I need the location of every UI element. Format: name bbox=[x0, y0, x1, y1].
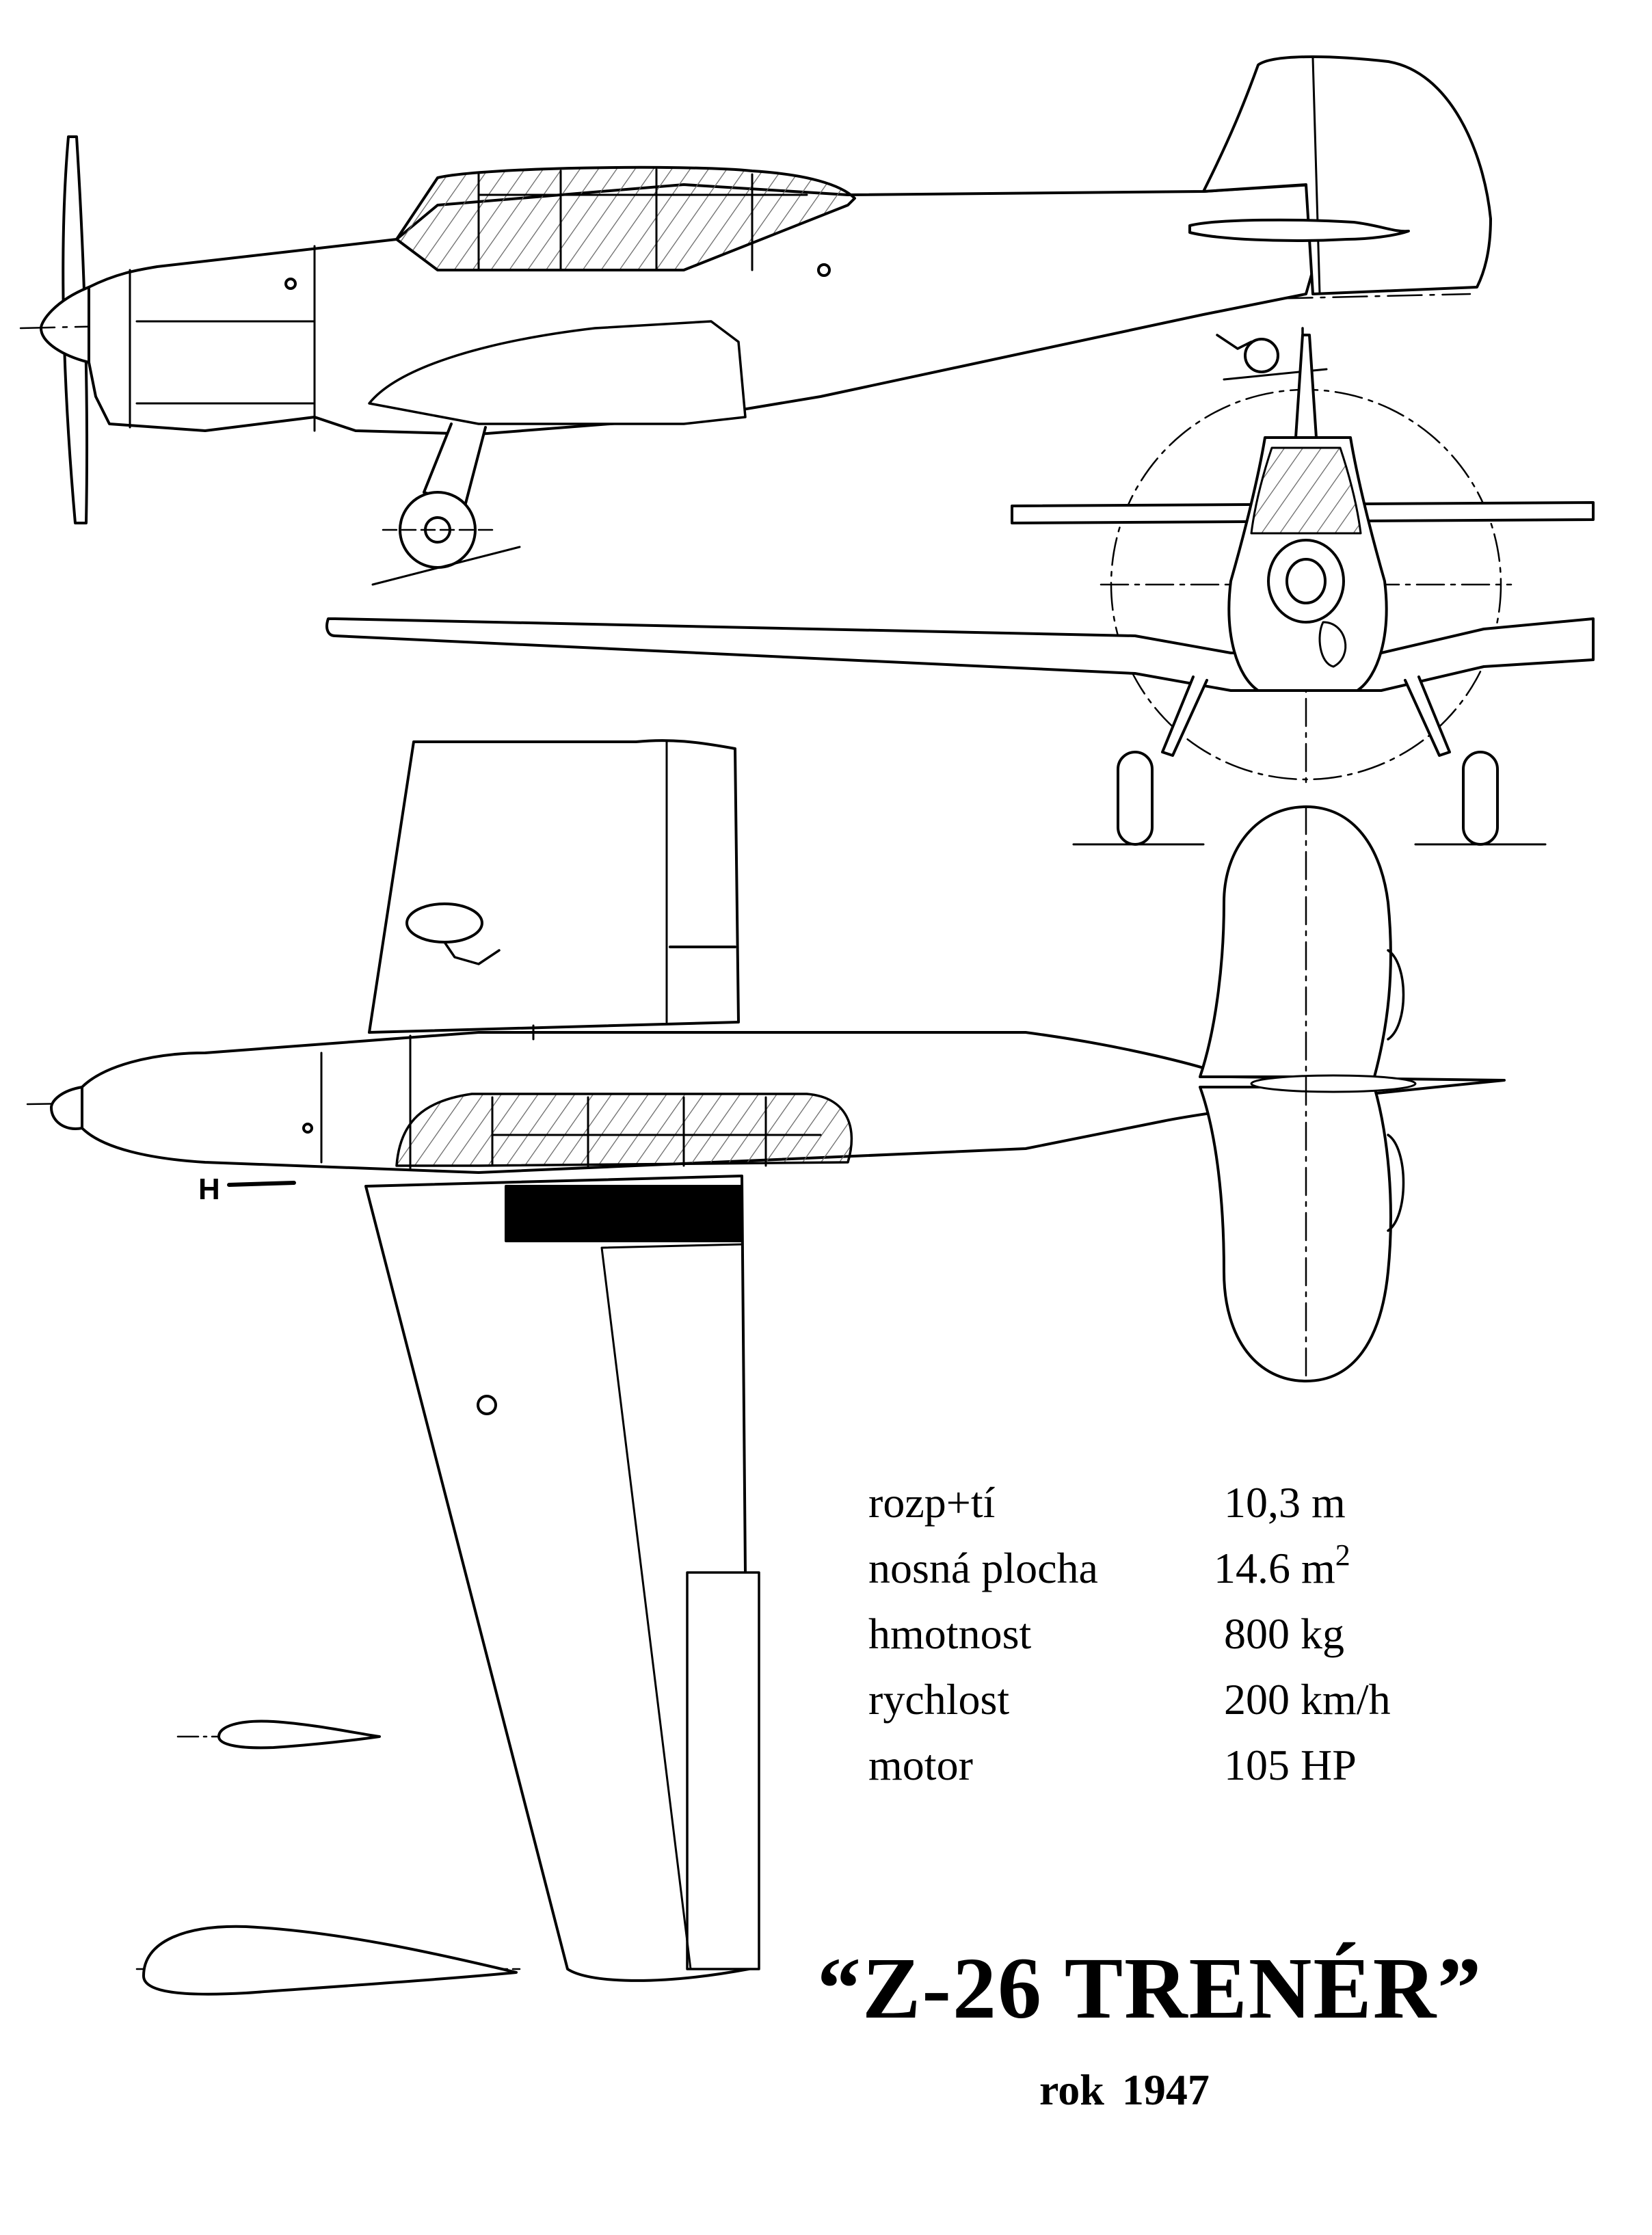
side-wing-root bbox=[368, 320, 747, 425]
spec-value: 105 HP bbox=[1224, 1732, 1357, 1798]
top-tailplane-upper bbox=[1199, 805, 1392, 1078]
side-view bbox=[19, 55, 1492, 586]
top-lower-wing bbox=[364, 1175, 750, 1982]
top-cowling-lines bbox=[320, 1024, 535, 1170]
side-canopy-frames bbox=[477, 168, 808, 271]
side-tailplane bbox=[1188, 218, 1410, 242]
front-right-gear-leg bbox=[1404, 675, 1451, 757]
front-left-gear-leg bbox=[1161, 675, 1208, 757]
aircraft-year: rok 1947 bbox=[1039, 2065, 1210, 2114]
front-fin bbox=[1294, 334, 1318, 439]
h-marker-line bbox=[227, 1181, 296, 1187]
spec-value-text: 200 km/h bbox=[1224, 1675, 1391, 1724]
side-detail-hole bbox=[817, 263, 831, 277]
airfoil-small bbox=[217, 1719, 381, 1750]
airfoil-large bbox=[142, 1925, 518, 1996]
side-rudder-hinge bbox=[1311, 57, 1321, 295]
front-cowl-intake bbox=[1267, 539, 1345, 624]
spec-row-span: rozp+tí 10,3 m bbox=[868, 1470, 1484, 1536]
spec-label: rozp+tí bbox=[868, 1478, 996, 1527]
spec-row-engine: motor 105 HP bbox=[868, 1732, 1484, 1798]
spec-value-text: 14.6 m bbox=[1214, 1544, 1335, 1592]
spec-table: rozp+tí 10,3 m nosná plocha 14.6 m2 hmot… bbox=[868, 1470, 1484, 1798]
side-ground-line bbox=[371, 546, 521, 586]
top-lower-aileron bbox=[686, 1571, 760, 1970]
side-tail-fin bbox=[1202, 55, 1492, 295]
side-tailwheel bbox=[1244, 338, 1279, 373]
spec-label: motor bbox=[868, 1741, 973, 1789]
spec-value-text: 800 kg bbox=[1224, 1609, 1344, 1658]
top-tailplane-lower bbox=[1199, 1086, 1392, 1382]
front-wing bbox=[325, 617, 1595, 692]
top-fin-root bbox=[1250, 1074, 1417, 1093]
front-windscreen bbox=[1250, 446, 1362, 535]
spec-row-speed: rychlost 200 km/h bbox=[868, 1667, 1484, 1732]
front-view bbox=[325, 334, 1595, 846]
front-left-wheel bbox=[1117, 751, 1154, 846]
spec-value-text: 105 HP bbox=[1224, 1741, 1357, 1789]
spec-label: rychlost bbox=[868, 1675, 1010, 1724]
spec-value: 10,3 m bbox=[1224, 1470, 1346, 1536]
top-spinner bbox=[50, 1086, 83, 1130]
spec-value: 200 km/h bbox=[1224, 1667, 1391, 1732]
top-black-panel bbox=[505, 1185, 743, 1242]
side-cowling-line bbox=[129, 245, 316, 432]
spec-value-superscript: 2 bbox=[1335, 1538, 1350, 1572]
side-detail-hole bbox=[284, 278, 297, 290]
airfoil-sections bbox=[135, 1719, 521, 1996]
spec-label: hmotnost bbox=[868, 1609, 1032, 1658]
top-detail-hole bbox=[477, 1395, 497, 1415]
side-spinner bbox=[40, 286, 90, 364]
spec-value: 800 kg bbox=[1224, 1601, 1344, 1667]
top-wheel-strut bbox=[443, 941, 501, 965]
front-right-wheel bbox=[1462, 751, 1499, 846]
aircraft-title: “Z-26 TRENÉR” bbox=[817, 1940, 1483, 2037]
top-detail-hole bbox=[302, 1123, 313, 1134]
top-canopy bbox=[395, 1093, 853, 1167]
top-lower-flap-line bbox=[600, 1243, 743, 1970]
top-view bbox=[26, 739, 1506, 1982]
side-canopy bbox=[395, 165, 856, 271]
top-upper-wing bbox=[368, 739, 740, 1034]
h-marker-label: H bbox=[198, 1173, 220, 1206]
front-spinner bbox=[1285, 558, 1327, 604]
spec-row-weight: hmotnost 800 kg bbox=[868, 1601, 1484, 1667]
front-lower-intake bbox=[1318, 621, 1347, 668]
spec-value: 14.6 m2 bbox=[1214, 1536, 1350, 1601]
side-tailwheel-strut bbox=[1216, 334, 1253, 350]
top-elevator-lower bbox=[1387, 1134, 1405, 1232]
spec-row-wing-area: nosná plocha 14.6 m2 bbox=[868, 1536, 1484, 1601]
top-canopy-frames bbox=[491, 1096, 822, 1167]
top-wheel bbox=[405, 902, 483, 943]
top-elevator-upper bbox=[1387, 949, 1405, 1041]
spec-value-text: 10,3 m bbox=[1224, 1478, 1346, 1527]
spec-label: nosná plocha bbox=[868, 1544, 1098, 1592]
